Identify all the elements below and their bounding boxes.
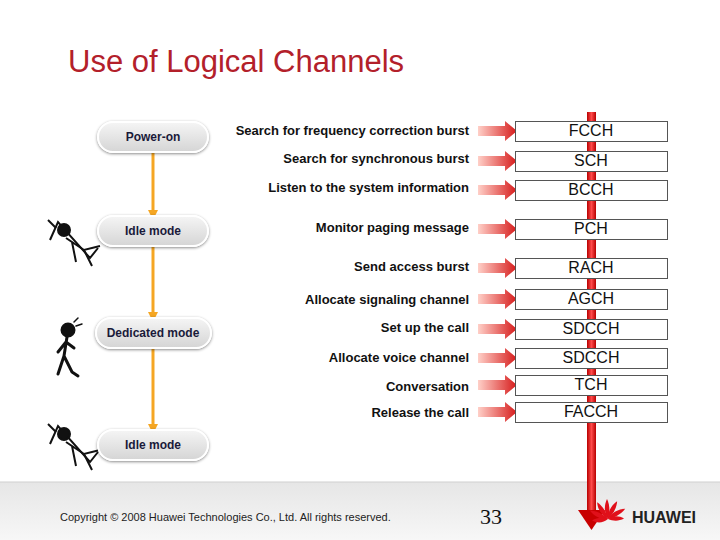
node-text: SDCCH xyxy=(563,320,620,338)
action-label: Search for synchronous burst xyxy=(283,151,469,166)
action-label: Allocate voice channel xyxy=(329,350,469,365)
action-label: Release the call xyxy=(371,405,469,420)
timeline-bar xyxy=(587,112,596,512)
huawei-logo xyxy=(589,499,626,523)
slide-title: Use of Logical Channels xyxy=(68,44,404,80)
channel-box: SDCCH xyxy=(515,319,668,340)
relaxing-person xyxy=(48,424,100,470)
channel-box: RACH xyxy=(515,258,668,279)
page-number: 33 xyxy=(480,504,502,530)
action-label: Allocate signaling channel xyxy=(305,292,469,307)
copyright-note: Copyright © 2008 Huawei Technologies Co.… xyxy=(60,511,391,523)
channel-box: BCCH xyxy=(515,180,668,201)
action-label: Send access burst xyxy=(354,259,469,274)
channel-box: FCCH xyxy=(515,121,668,142)
node-text: RACH xyxy=(568,259,613,277)
node-text: BCCH xyxy=(568,181,613,199)
node-text: PCH xyxy=(574,220,608,238)
flow-arrow xyxy=(152,349,155,429)
node-text: Power-on xyxy=(126,130,181,144)
action-label: Search for frequency correction burst xyxy=(236,123,469,138)
action-label: Conversation xyxy=(386,379,469,394)
relaxing-person xyxy=(48,220,100,266)
state-pill: Idle mode xyxy=(97,429,209,461)
channel-box: SDCCH xyxy=(515,348,668,369)
channel-box: AGCH xyxy=(515,289,668,310)
channel-box: PCH xyxy=(515,219,668,240)
state-pill: Dedicated mode xyxy=(95,317,212,349)
node-text: TCH xyxy=(575,376,608,394)
flow-arrow xyxy=(152,247,155,317)
state-pill: Power-on xyxy=(97,121,209,153)
flow-arrow xyxy=(152,153,155,215)
channel-box: FACCH xyxy=(515,402,668,423)
node-text: SCH xyxy=(574,152,608,170)
state-pill: Idle mode xyxy=(97,215,209,247)
channel-box: TCH xyxy=(515,375,668,396)
node-text: FCCH xyxy=(569,122,613,140)
node-text: Idle mode xyxy=(125,224,181,238)
node-text: AGCH xyxy=(568,290,614,308)
action-label: Monitor paging message xyxy=(316,220,469,235)
feeder-arrows xyxy=(478,121,517,422)
node-text: SDCCH xyxy=(563,349,620,367)
brand-name: HUAWEI xyxy=(632,509,696,527)
node-text: FACCH xyxy=(564,403,618,421)
walking-person xyxy=(58,318,82,376)
channel-box: SCH xyxy=(515,151,668,172)
node-text: Idle mode xyxy=(125,438,181,452)
action-label: Listen to the system information xyxy=(268,180,469,195)
node-text: Dedicated mode xyxy=(107,326,200,340)
action-label: Set up the call xyxy=(381,320,469,335)
footer-band xyxy=(0,482,720,540)
